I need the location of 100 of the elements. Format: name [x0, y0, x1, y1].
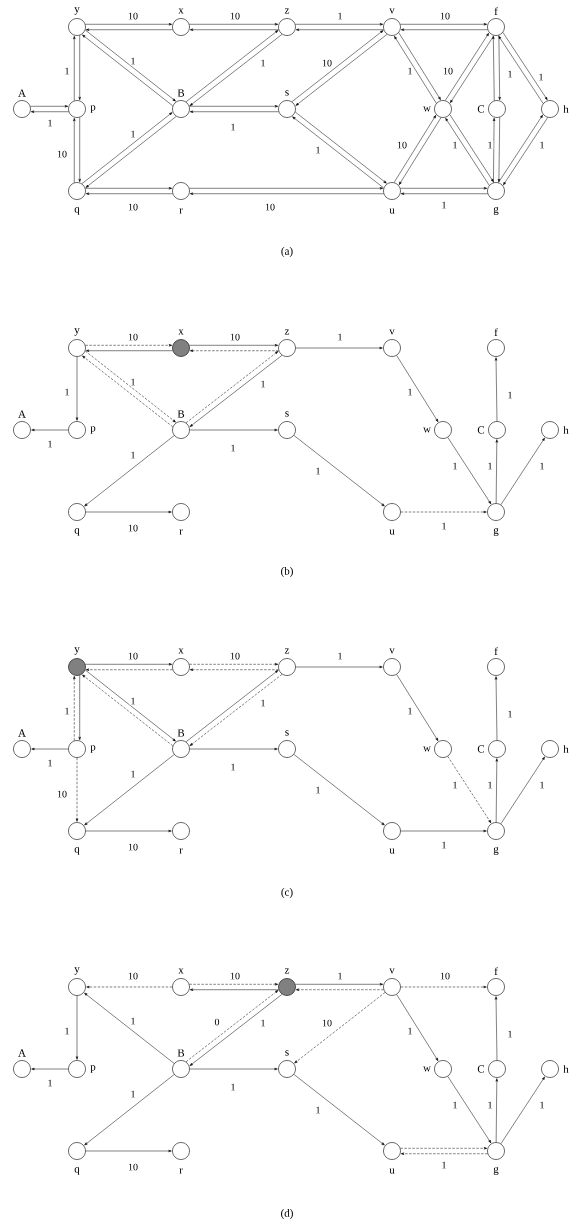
edge-label: 1 [406, 706, 414, 716]
node-letter: g [493, 847, 499, 855]
arrow [400, 187, 488, 190]
edge-label: 1 [229, 443, 237, 453]
arrow [85, 23, 173, 26]
edge-label: 1 [406, 1026, 414, 1036]
edge-label: 10 [127, 971, 139, 981]
node-letter: f [494, 647, 498, 655]
arrow [85, 1149, 172, 1153]
arrow [492, 117, 496, 183]
edge-label: 1 [63, 706, 71, 716]
arrow [189, 28, 279, 31]
arrow [189, 192, 384, 195]
arrow [78, 35, 81, 101]
arrow [295, 665, 383, 669]
node-letter: x [178, 8, 184, 14]
arrow [293, 754, 385, 826]
arrow [85, 668, 173, 671]
arrow [78, 675, 81, 741]
edge-label: 1 [46, 1078, 54, 1088]
edge-label: 10 [396, 140, 408, 150]
edge-label: 10 [127, 842, 139, 852]
arrow [497, 117, 501, 183]
node-letter: h [563, 105, 569, 113]
edge-label: 1 [129, 769, 137, 779]
node-letter: y [74, 7, 80, 15]
edge-label: 1 [506, 1029, 514, 1039]
arrow [400, 985, 487, 989]
arrow [495, 1078, 498, 1143]
arrow [189, 344, 279, 347]
node-letter: A [18, 729, 26, 737]
arrow [500, 437, 545, 505]
edge-label: 1 [129, 450, 137, 460]
edge-label: 1 [406, 387, 414, 397]
arrow [450, 35, 495, 104]
node-letter: p [90, 105, 96, 113]
arrow [85, 344, 173, 347]
arrow [85, 829, 172, 833]
arrow [295, 28, 384, 31]
node-letter: z [284, 8, 290, 14]
edge-label: 1 [451, 780, 459, 790]
arrow [189, 23, 279, 26]
edge-label: 1 [336, 11, 344, 21]
edge-label: 1 [486, 1100, 494, 1110]
node-letter: r [179, 848, 183, 854]
node-letter: f [494, 328, 498, 336]
edge-label: 1 [406, 66, 414, 76]
node-letter: z [284, 968, 290, 974]
panel-caption: (a) [281, 247, 293, 257]
arrow [31, 747, 69, 751]
edge-label: 10 [56, 789, 68, 799]
arrow [30, 105, 69, 108]
node-letter: w [423, 427, 431, 433]
arrow [295, 988, 384, 991]
node-letter: w [423, 106, 431, 112]
node-letter: q [74, 847, 80, 855]
edge-label: 1 [538, 780, 546, 790]
edge-label: 10 [127, 332, 139, 342]
arrow [31, 428, 69, 432]
arrow [492, 35, 495, 101]
node-letter: h [563, 1065, 569, 1073]
arrow [400, 28, 488, 31]
edge-label: 1 [259, 698, 267, 708]
edge-label: 10 [127, 11, 139, 21]
node-letter: u [389, 848, 395, 854]
arrow [294, 992, 386, 1064]
node-letter: w [423, 746, 431, 752]
arrow [400, 510, 487, 514]
arrow [400, 23, 488, 26]
edge-label: 1 [451, 140, 459, 150]
edge-label: 1 [440, 840, 448, 850]
panel-caption: (c) [281, 888, 293, 898]
edge-label: 1 [314, 145, 322, 155]
node-letter: f [494, 967, 498, 975]
edge-label: 1 [451, 1100, 459, 1110]
edge-label: 1 [538, 1100, 546, 1110]
edge-label: 1 [451, 461, 459, 471]
arrow [85, 349, 173, 352]
edge-label: 0 [213, 1017, 221, 1027]
arrow [84, 992, 175, 1064]
arrow [85, 187, 173, 190]
node-letter: y [74, 967, 80, 975]
node-letter: p [90, 426, 96, 434]
arrow [189, 668, 279, 671]
node-letter: u [389, 529, 395, 535]
arrow [295, 346, 383, 350]
edge-label: 10 [229, 11, 241, 21]
arrow [447, 1076, 492, 1144]
arrow [447, 756, 492, 824]
edge-label: 10 [229, 971, 241, 981]
edge-label: 1 [229, 1082, 237, 1092]
arrow [86, 985, 173, 989]
node-letter: B [177, 410, 185, 418]
node-letter: g [493, 1167, 499, 1175]
node-letter: v [389, 648, 395, 654]
edge-label: 1 [63, 387, 71, 397]
edge-label: 1 [229, 122, 237, 132]
node-letter: C [477, 426, 485, 434]
node-letter: s [285, 90, 289, 96]
arrow [400, 1147, 488, 1150]
